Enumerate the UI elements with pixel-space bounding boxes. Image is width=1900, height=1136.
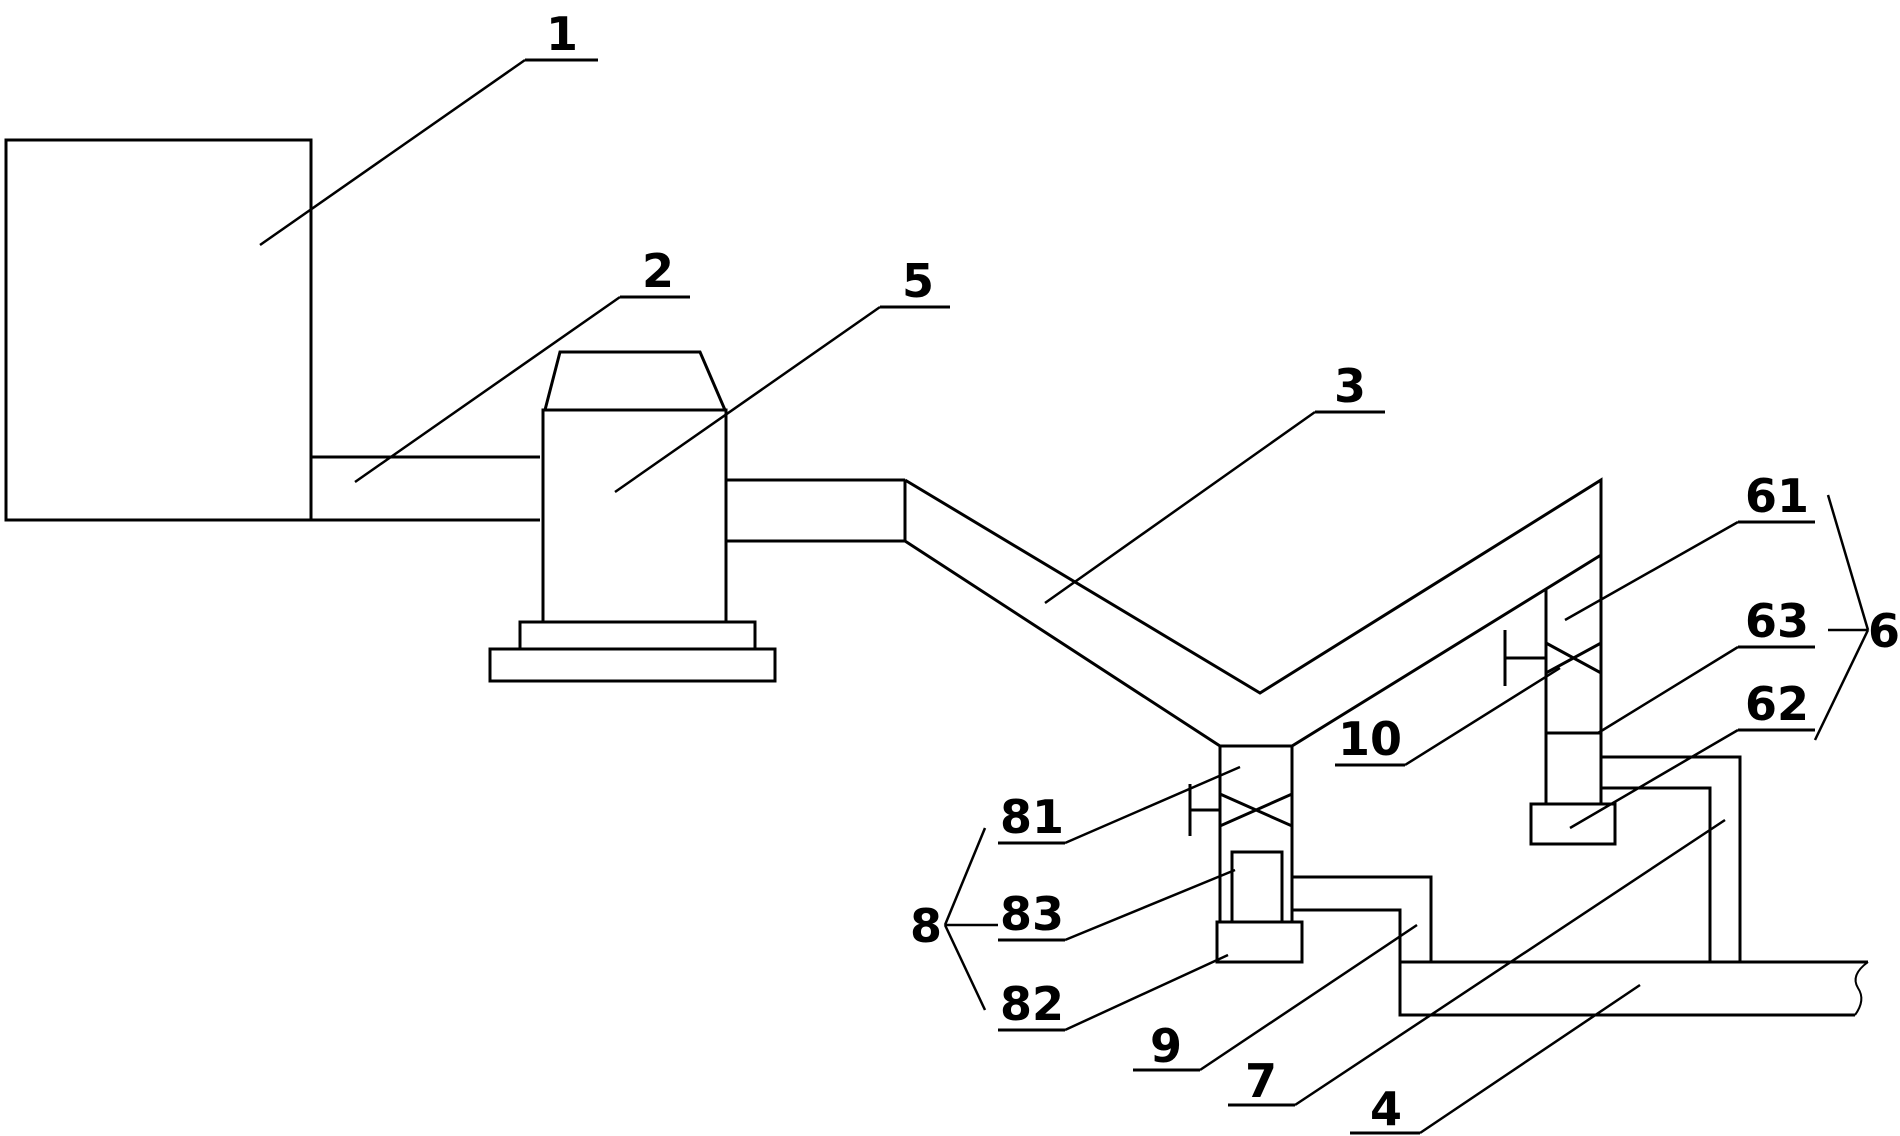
label-83: 83	[1000, 887, 1064, 941]
label-4: 4	[1370, 1082, 1402, 1136]
part-1-box	[4, 138, 313, 522]
part-5-base-lower	[488, 647, 777, 683]
leader-63	[1597, 645, 1739, 735]
pipe-9-outer	[1292, 875, 1433, 962]
valve-61-icon	[1544, 640, 1603, 676]
leader-8-bottom	[943, 924, 987, 1011]
leader-5	[614, 305, 881, 494]
label-8: 8	[910, 899, 942, 953]
label-81: 81	[1000, 790, 1064, 844]
leader-10	[1404, 666, 1561, 767]
filter-63-mesh	[1544, 731, 1603, 806]
base-62-block	[1529, 802, 1617, 846]
leader-8-top	[943, 827, 987, 926]
label-5: 5	[902, 254, 934, 308]
label-1: 1	[546, 7, 578, 61]
part-5-base-upper	[518, 620, 757, 651]
pipe-7-inner	[1601, 786, 1712, 962]
leader-4	[1419, 983, 1641, 1135]
pipe-7-outer	[1601, 755, 1742, 962]
leader-9	[1199, 923, 1418, 1072]
leader-82	[1064, 953, 1229, 1032]
part-5-top-cap	[543, 350, 728, 412]
leader-81	[1064, 765, 1241, 845]
part-4-break-line	[1854, 961, 1869, 1016]
leader-6-top	[1826, 494, 1870, 631]
label-61: 61	[1745, 469, 1809, 523]
part-4-main-pipe	[1398, 962, 1855, 1017]
leader-3	[1044, 410, 1316, 605]
leader-83	[1064, 868, 1236, 942]
leader-2	[354, 295, 621, 484]
leader-61	[1564, 520, 1739, 622]
leader-6-bottom	[1813, 629, 1870, 741]
label-7: 7	[1245, 1054, 1277, 1108]
part-5-body	[541, 408, 728, 624]
label-2: 2	[642, 244, 674, 298]
part-3-duct-upper	[904, 477, 1603, 695]
valve-81-icon	[1218, 791, 1294, 829]
part-3-duct-lower	[904, 539, 1602, 748]
label-3: 3	[1334, 359, 1366, 413]
pipe-9-inner	[1292, 908, 1402, 962]
label-82: 82	[1000, 977, 1064, 1031]
label-62: 62	[1745, 677, 1809, 731]
filter-83-mesh	[1230, 850, 1284, 924]
base-82-block	[1215, 920, 1304, 964]
label-63: 63	[1745, 594, 1809, 648]
label-10: 10	[1338, 712, 1402, 766]
leader-7	[1294, 818, 1726, 1107]
leader-62	[1569, 728, 1739, 830]
label-9: 9	[1150, 1019, 1182, 1073]
leader-1	[259, 58, 526, 247]
label-6: 6	[1868, 604, 1900, 658]
